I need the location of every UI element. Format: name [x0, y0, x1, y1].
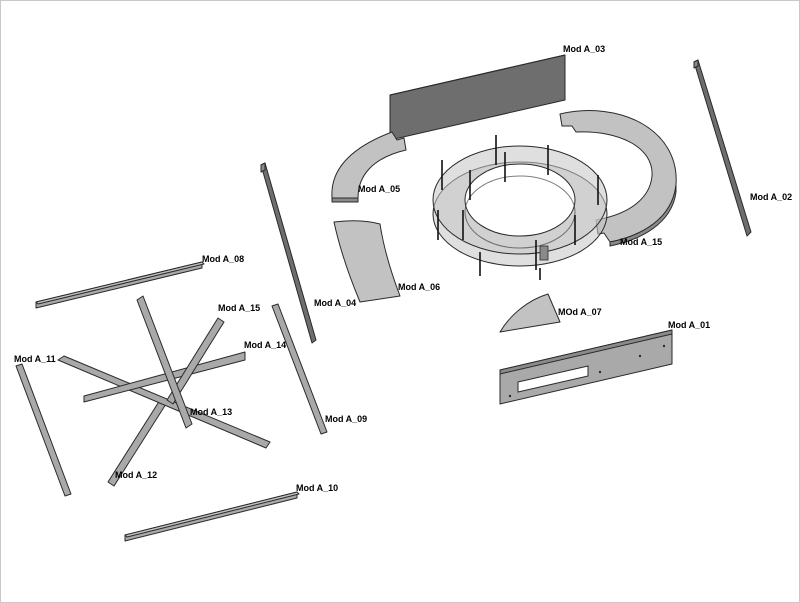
label-mod-a-05: Mod A_05: [358, 184, 400, 194]
part-mod-a-05: [331, 131, 407, 203]
label-mod-a-09: Mod A_09: [325, 414, 367, 424]
part-central-ring: [432, 135, 608, 280]
part-mod-a-01: [499, 329, 673, 405]
part-mod-a-03: [389, 54, 566, 141]
part-mod-a-15-bar: [166, 317, 225, 405]
part-diagonal-bar: [136, 295, 193, 429]
label-mod-a-03: Mod A_03: [563, 44, 605, 54]
part-mod-a-06: [333, 220, 401, 303]
label-mod-a-01: Mod A_01: [668, 320, 710, 330]
part-mod-a-02: [693, 59, 752, 237]
part-mod-a-04: [260, 162, 317, 344]
label-mod-a-15-bar: Mod A_15: [218, 303, 260, 313]
part-mod-a-09: [271, 303, 328, 435]
label-mod-a-14: Mod A_14: [244, 340, 286, 350]
label-mod-a-08: Mod A_08: [202, 254, 244, 264]
label-mod-a-06: Mod A_06: [398, 282, 440, 292]
label-mod-a-12: Mod A_12: [115, 470, 157, 480]
part-mod-a-08: [35, 261, 205, 309]
part-mod-a-07: [499, 293, 561, 333]
label-mod-a-02: Mod A_02: [750, 192, 792, 202]
part-mod-a-10: [124, 491, 300, 542]
label-mod-a-15-arc: Mod A_15: [620, 237, 662, 247]
label-mod-a-13: Mod A_13: [190, 407, 232, 417]
part-mod-a-11: [15, 363, 72, 497]
label-mod-a-04: Mod A_04: [314, 298, 356, 308]
part-mod-a-15-arc: [559, 110, 677, 247]
label-mod-a-07: MOd A_07: [558, 307, 602, 317]
label-mod-a-10: Mod A_10: [296, 483, 338, 493]
part-mod-a-13: [57, 355, 271, 449]
label-mod-a-11: Mod A_11: [14, 354, 56, 364]
